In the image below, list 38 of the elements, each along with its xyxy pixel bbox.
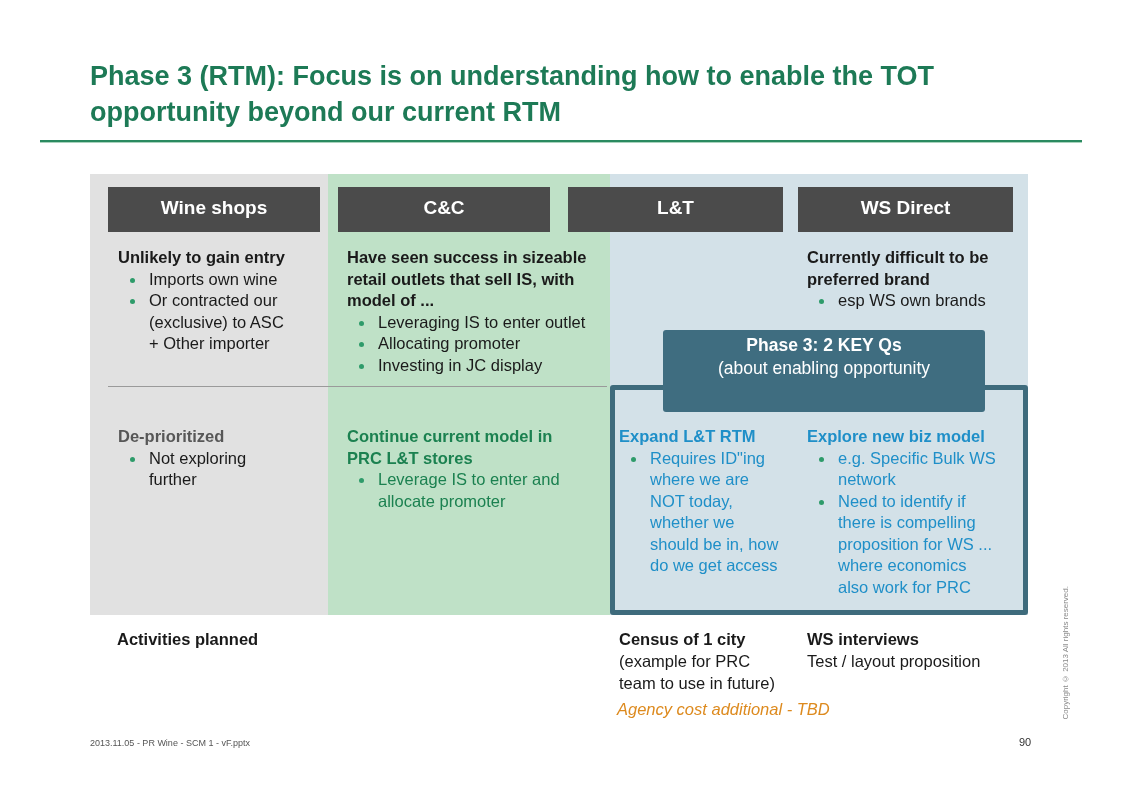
bullet-point: Requires ID"ing where we are NOT today, whether we should be in, how do we get access bbox=[650, 447, 780, 576]
bullet-point: Leverage IS to enter and allocate promoter bbox=[378, 469, 561, 512]
page-number: 90 bbox=[1019, 736, 1032, 749]
column-panel bbox=[328, 174, 610, 615]
bullet-point: Or contracted our (exclusive) to ASC + Other importer bbox=[149, 290, 285, 354]
bullet-point: Allocating promoter bbox=[378, 333, 521, 354]
column-header: Wine shops bbox=[108, 187, 320, 232]
bullet-point: Need to identify if there is compelling proposition for WS ... where economics also work for PRC bbox=[838, 490, 994, 598]
section-heading: Continue current model in PRC L&T stores bbox=[347, 426, 554, 469]
column-panel bbox=[90, 174, 328, 615]
column-panel bbox=[610, 174, 1028, 615]
column-header: C&C bbox=[338, 187, 550, 232]
column-header: WS Direct bbox=[798, 187, 1013, 232]
section-heading: Expand L&T RTM bbox=[619, 426, 756, 447]
section-heading: De-prioritized bbox=[118, 426, 225, 447]
bullet-point: Not exploring further bbox=[149, 447, 248, 490]
row-label: Activities planned bbox=[117, 629, 259, 650]
slide-title: Phase 3 (RTM): Focus is on understanding how to enable the TOT opportunity beyond our current RTM bbox=[90, 60, 936, 129]
activity-heading: WS interviews bbox=[807, 629, 919, 650]
cost-note: Agency cost additional - TBD bbox=[617, 699, 830, 720]
copyright-notice: Copyright © 2013 All rights reserved. bbox=[1061, 586, 1071, 720]
bullet-point: e.g. Specific Bulk WS network bbox=[838, 447, 997, 490]
callout-box bbox=[663, 330, 985, 412]
callout-title: Phase 3: 2 KEY Qs bbox=[746, 334, 902, 357]
section-heading: Unlikely to gain entry bbox=[118, 247, 285, 268]
column-header: L&T bbox=[568, 187, 783, 232]
activity-heading: Census of 1 city bbox=[619, 629, 746, 650]
bullet-point: esp WS own brands bbox=[838, 290, 986, 311]
activity-description: (example for PRC team to use in future) bbox=[619, 651, 776, 694]
section-heading: Explore new biz model bbox=[807, 426, 985, 447]
bullet-point: Imports own wine bbox=[149, 268, 278, 290]
activity-description: Test / layout proposition bbox=[807, 651, 981, 672]
bullet-point: Leveraging IS to enter outlet bbox=[378, 311, 586, 333]
bullet-point: Investing in JC display bbox=[378, 354, 543, 376]
section-heading: Have seen success in sizeable retail outlets that sell IS, with model of ... bbox=[347, 247, 588, 311]
file-name: 2013.11.05 - PR Wine - SCM 1 - vF.pptx bbox=[90, 738, 250, 749]
highlight-frame bbox=[610, 385, 1028, 615]
callout-subtitle: (about enabling opportunity bbox=[717, 357, 931, 380]
